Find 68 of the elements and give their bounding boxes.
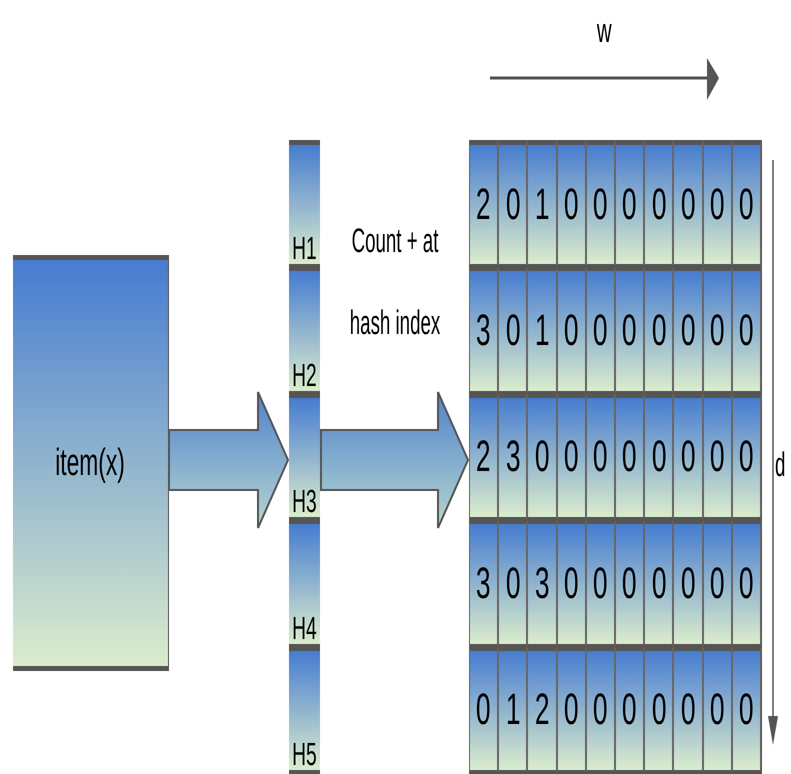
count-cell: 0 [586,266,615,393]
count-cell: 0 [702,519,732,646]
count-cell: 0 [673,266,703,393]
count-cell: 0 [673,519,703,646]
block-arrow [168,391,290,529]
count-cell: 0 [644,519,674,646]
count-cell: 0 [702,140,732,266]
hash-label: H5 [292,738,317,770]
count-cell: 0 [673,392,703,520]
count-cell: 0 [644,140,674,266]
hash-cell [289,140,320,266]
axis-label: w [596,14,613,48]
count-cell: 0 [702,646,732,772]
count-cell: 3 [469,266,498,393]
count-cell: 0 [615,266,644,393]
count-cell: 3 [469,519,498,646]
count-cell: 0 [556,519,586,646]
hash-label: H1 [292,232,317,264]
count-cell: 0 [586,519,615,646]
count-cell: 0 [615,392,644,520]
count-cell: 0 [702,266,732,393]
count-cell: 0 [732,392,761,520]
count-matrix [469,140,762,774]
item-label: item(x) [56,444,126,482]
count-cell: 0 [586,140,615,266]
hash-cell [289,519,320,646]
count-cell: 0 [498,266,528,393]
axis-label: d [775,448,786,482]
block-arrow [320,391,470,529]
hash-cell [289,646,320,772]
count-cell: 0 [644,392,674,520]
count-cell: 0 [644,646,674,772]
count-cell: 0 [673,646,703,772]
count-cell: 0 [732,140,761,266]
count-cell: 1 [527,266,557,393]
count-cell: 0 [732,646,761,772]
hash-label: H4 [292,612,317,644]
count-cell: 0 [469,646,498,772]
count-cell: 0 [732,519,761,646]
hash-label: H2 [292,358,317,391]
count-cell: 0 [644,266,674,393]
hash-cell [289,266,320,393]
count-cell: 2 [469,140,498,266]
count-cell: 0 [556,646,586,772]
item-box [13,255,169,671]
count-cell: 0 [556,266,586,393]
hash-column [289,140,320,774]
count-cell: 0 [702,392,732,520]
count-cell: 0 [732,266,761,393]
count-cell: 0 [586,646,615,772]
count-cell: 0 [527,392,557,520]
count-cell: 0 [586,392,615,520]
count-cell: 0 [498,140,528,266]
count-cell: 1 [527,140,557,266]
count-cell: 1 [498,646,528,772]
hash-label: H3 [292,485,317,518]
count-cell: 2 [469,392,498,520]
hash-cell [289,392,320,520]
count-cell: 2 [527,646,557,772]
count-cell: 0 [615,519,644,646]
count-cell: 0 [556,392,586,520]
count-cell: 0 [615,140,644,266]
count-cell: 0 [556,140,586,266]
count-cell: 0 [673,140,703,266]
count-cell: 3 [498,392,528,520]
count-cell: 0 [615,646,644,772]
count-cell: 0 [498,519,528,646]
count-cell: 3 [527,519,557,646]
